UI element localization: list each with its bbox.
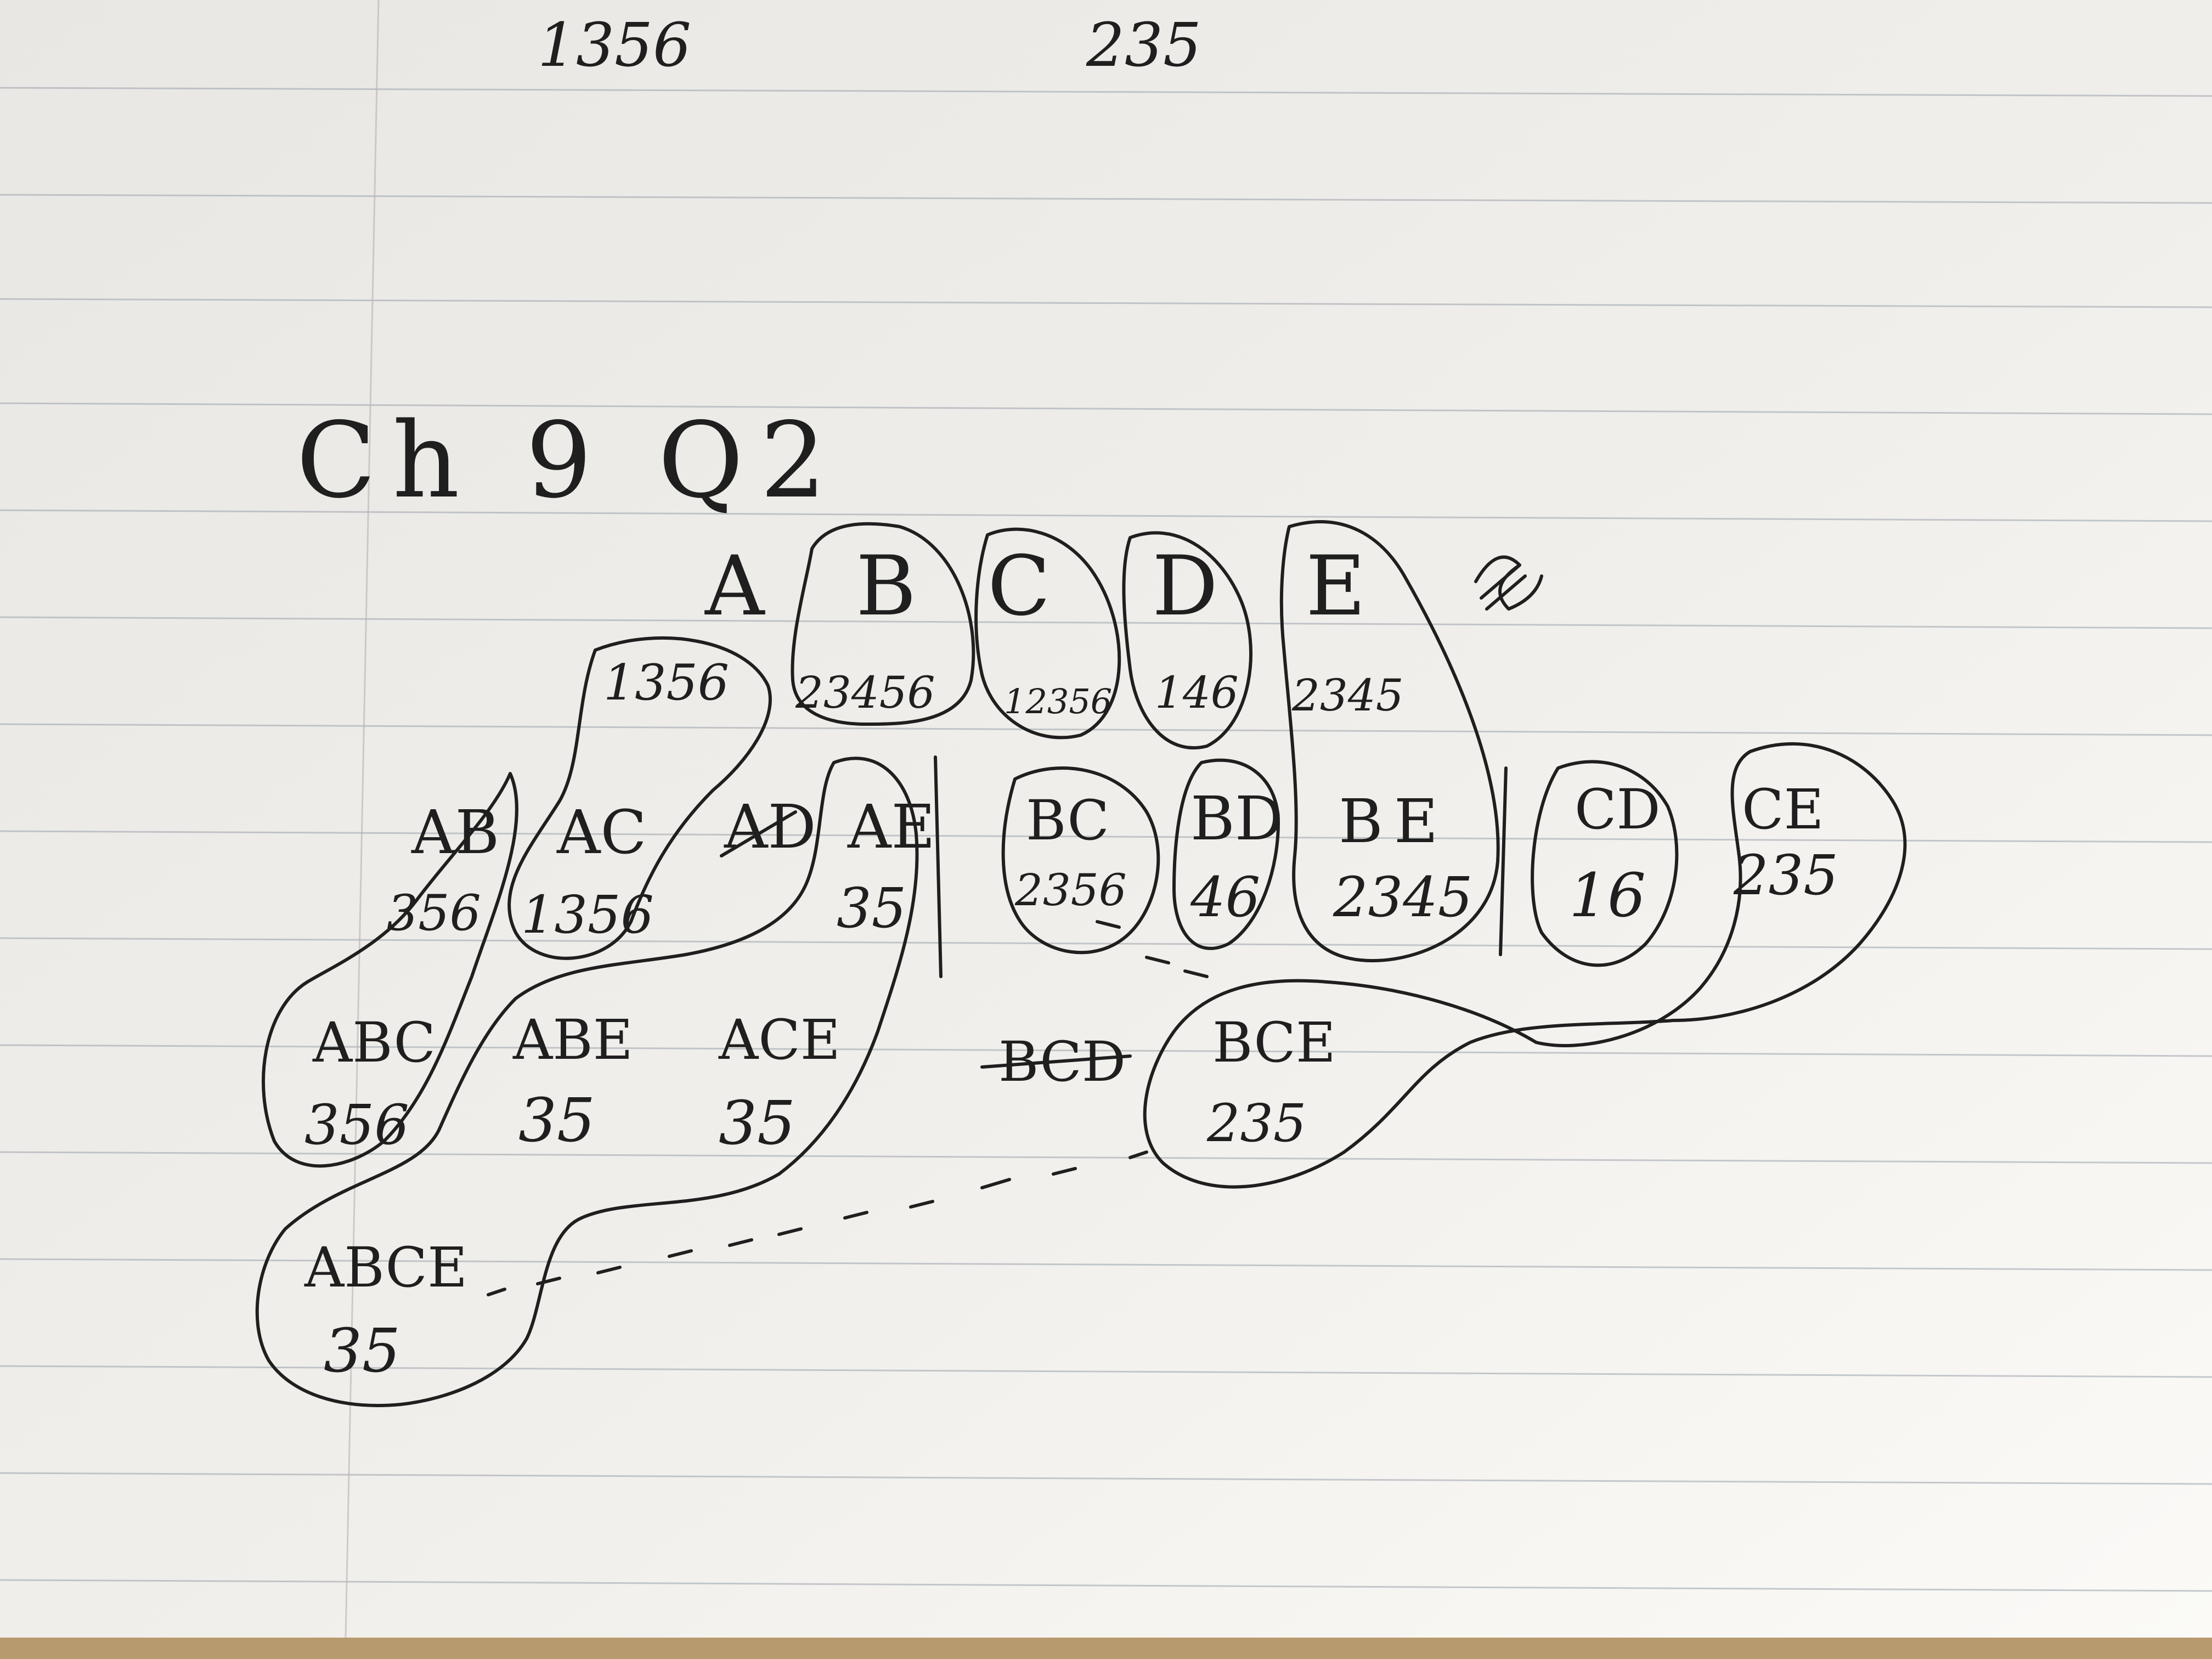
pair-ce-label: CE: [1742, 777, 1824, 842]
pair-ad-strike: [720, 810, 797, 857]
item-b-label: B: [856, 539, 916, 634]
top-remnant-right: 235: [1086, 10, 1201, 80]
pair-ac-label: AC: [556, 797, 647, 867]
loop-c: [974, 527, 1121, 740]
page-title: Ch 9 Q2: [296, 400, 843, 521]
item-a-label: A: [704, 539, 765, 634]
divider-1: [934, 755, 943, 978]
pair-bc-label: BC: [1026, 788, 1109, 853]
item-a-count: 1356: [603, 654, 729, 712]
loop-ce-bce: [1143, 742, 1907, 1189]
item-b-count: 23456: [795, 667, 935, 718]
loop-bd: [1172, 758, 1280, 950]
grouping-loops: [255, 520, 1907, 1407]
loop-cd: [1531, 760, 1679, 967]
item-e-label: E: [1306, 539, 1366, 634]
pair-ce-count: 235: [1733, 843, 1838, 907]
pair-bd-count: 46: [1190, 865, 1260, 929]
margin-line: [345, 0, 380, 1638]
pair-ab-count: 356: [387, 884, 481, 942]
pair-be-label: BE: [1339, 786, 1449, 856]
pair-ab-label: AB: [411, 797, 499, 867]
triple-abc-count: 356: [304, 1093, 409, 1157]
triple-bcd-strike: [980, 1054, 1132, 1069]
pair-ae-label: AE: [847, 792, 935, 862]
quad-abce-count: 35: [324, 1316, 400, 1386]
divider-2: [1499, 766, 1508, 956]
quad-abce-label: ABCE: [304, 1235, 467, 1300]
pair-bc-count: 2356: [1014, 865, 1127, 916]
item-e-count: 2345: [1291, 670, 1404, 721]
pair-bd-label: BD: [1190, 783, 1283, 854]
loop-e-be: [1279, 520, 1500, 962]
loop-a-ac: [507, 636, 772, 960]
scribble-mark: [1474, 555, 1543, 611]
pair-ae-count: 35: [837, 876, 906, 940]
triple-abc-label: ABC: [312, 1011, 436, 1075]
triple-ace-count: 35: [719, 1088, 795, 1158]
dashed-connectors: [487, 920, 1209, 1296]
loop-ae-abe-ace-abce: [255, 757, 919, 1407]
item-c-label: C: [988, 539, 1051, 634]
item-d-count: 146: [1155, 667, 1239, 718]
pair-be-count: 2345: [1333, 865, 1473, 929]
item-c-count: 12356: [1004, 681, 1112, 721]
triple-bce-label: BCE: [1212, 1011, 1336, 1075]
table-edge: [0, 1638, 2212, 1659]
triple-bce-count: 235: [1206, 1093, 1306, 1154]
loop-b: [791, 522, 975, 726]
triple-ace-label: ACE: [718, 1008, 840, 1072]
loop-bc: [1001, 766, 1160, 955]
top-remnant-left: 1356: [538, 10, 691, 80]
loop-d: [1122, 531, 1252, 750]
loop-ab-abc: [262, 772, 518, 1168]
ruled-lines: [0, 87, 2212, 1592]
triple-abe-label: ABE: [512, 1008, 633, 1072]
pair-cd-count: 16: [1569, 860, 1646, 930]
pair-cd-label: CD: [1575, 777, 1661, 842]
triple-abe-count: 35: [518, 1085, 595, 1155]
